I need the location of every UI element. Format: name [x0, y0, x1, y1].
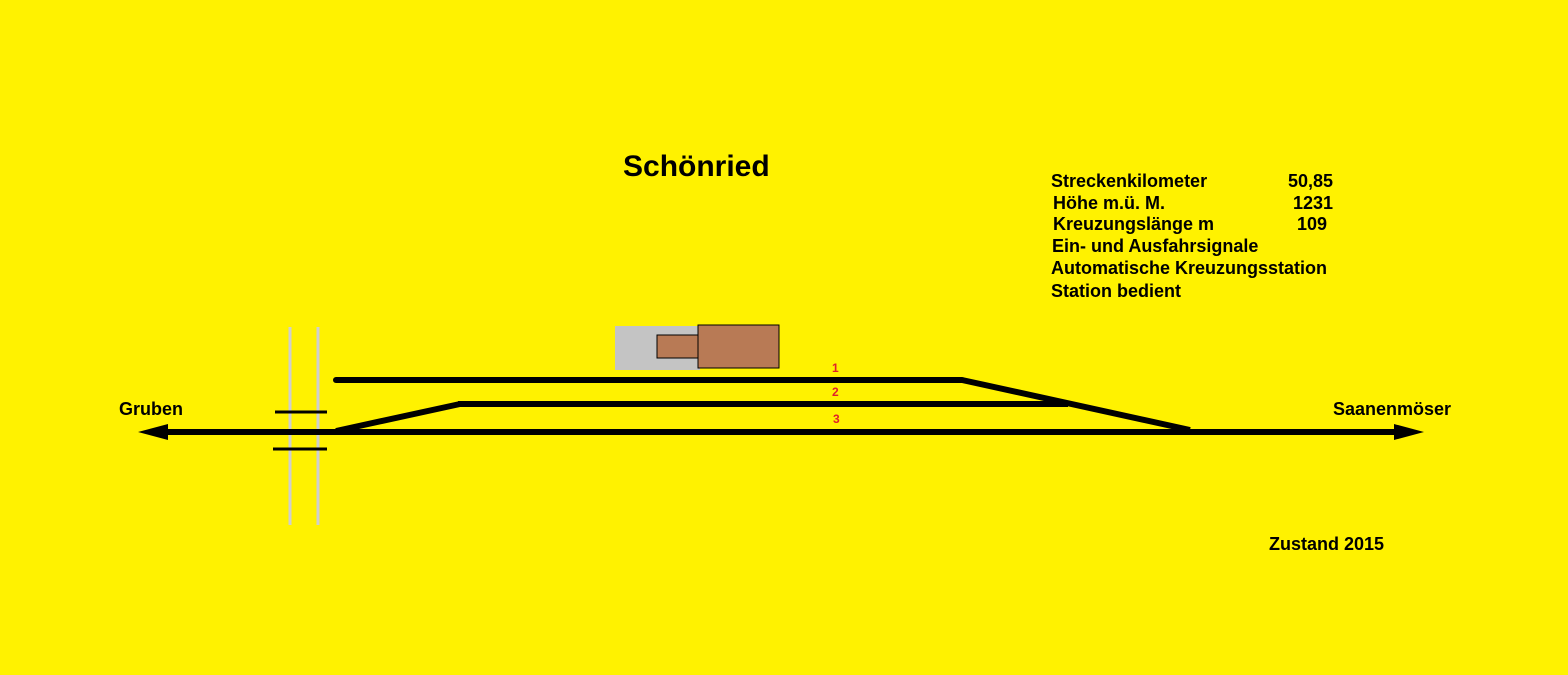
track-number-3: 3: [833, 412, 840, 426]
track-2-switch-left: [335, 401, 461, 434]
track-1-switch: [961, 377, 1191, 433]
info-alt-label: Höhe m.ü. M.: [1053, 193, 1165, 213]
info-cross-label: Kreuzungslänge m: [1053, 214, 1215, 234]
station-building-extension: [656, 334, 700, 359]
info-alt-value: 1231: [1293, 193, 1334, 213]
info-automatic: Automatische Kreuzungsstation: [1051, 258, 1328, 278]
info-cross-value: 109: [1297, 214, 1328, 234]
destination-right: Saanenmöser: [1333, 399, 1452, 419]
info-km-value: 50,85: [1288, 171, 1334, 191]
info-signals: Ein- und Ausfahrsignale: [1052, 236, 1259, 256]
status-year: Zustand 2015: [1269, 534, 1385, 554]
arrow-left-icon: [138, 424, 168, 440]
track-number-2: 2: [832, 385, 839, 399]
track-number-1: 1: [832, 361, 839, 375]
arrow-right-icon: [1394, 424, 1424, 440]
destination-left: Gruben: [119, 399, 184, 419]
station-building-main: [697, 324, 780, 369]
info-staffed: Station bedient: [1051, 281, 1181, 301]
info-km-label: Streckenkilometer: [1051, 171, 1208, 191]
station-title: Schönried: [623, 150, 770, 183]
